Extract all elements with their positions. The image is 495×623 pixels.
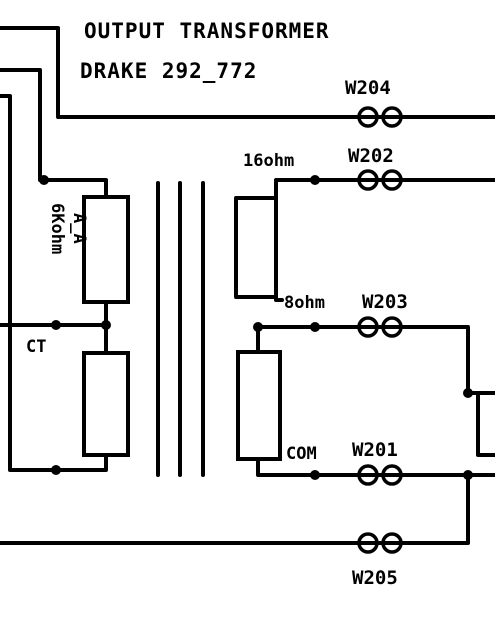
wire-top-w204 xyxy=(0,26,360,119)
label-w202: W202 xyxy=(348,145,394,167)
wire-left-mid xyxy=(0,94,108,472)
label-w201: W201 xyxy=(352,439,398,461)
secondary-winding-upper-right xyxy=(248,196,278,299)
junction-dot xyxy=(39,175,49,185)
junction-dot xyxy=(310,175,320,185)
label-16ohm: 16ohm xyxy=(243,151,294,171)
primary-winding-upper xyxy=(82,195,130,304)
connector-w205 xyxy=(354,532,406,554)
connector-w202 xyxy=(354,169,406,191)
wire-16ohm xyxy=(274,178,360,200)
label-primary-impedance: 6Kohm A_A xyxy=(47,203,89,254)
junction-dot xyxy=(463,388,473,398)
junction-dot xyxy=(310,470,320,480)
junction-dot xyxy=(101,320,111,330)
wire-com xyxy=(256,457,360,477)
junction-dot xyxy=(253,322,263,332)
wire-left-upper xyxy=(0,68,108,199)
junction-dot xyxy=(51,320,61,330)
label-w204: W204 xyxy=(345,77,391,99)
title-line-1: OUTPUT TRANSFORMER xyxy=(84,19,330,43)
secondary-winding-lower xyxy=(236,350,282,461)
title-line-2: DRAKE 292_772 xyxy=(80,59,257,83)
label-com: COM xyxy=(286,444,317,464)
wire-8ohm-out xyxy=(400,325,495,395)
junction-dot xyxy=(310,322,320,332)
wire-bottom-right xyxy=(400,473,470,545)
label-w203: W203 xyxy=(362,291,408,313)
connector-w204 xyxy=(354,106,406,128)
connector-w201 xyxy=(354,464,406,486)
junction-dot xyxy=(51,465,61,475)
connector-w203 xyxy=(354,316,406,338)
svg-text:6Kohm: 6Kohm xyxy=(47,203,67,254)
primary-winding-lower xyxy=(82,351,130,457)
wire-8ohm xyxy=(274,295,284,302)
svg-text:A_A: A_A xyxy=(69,213,89,244)
label-ct: CT xyxy=(26,337,46,357)
secondary-winding-upper xyxy=(234,196,258,299)
label-8ohm: 8ohm xyxy=(284,293,325,313)
label-w205: W205 xyxy=(352,567,398,589)
load-box-partial xyxy=(476,391,495,457)
